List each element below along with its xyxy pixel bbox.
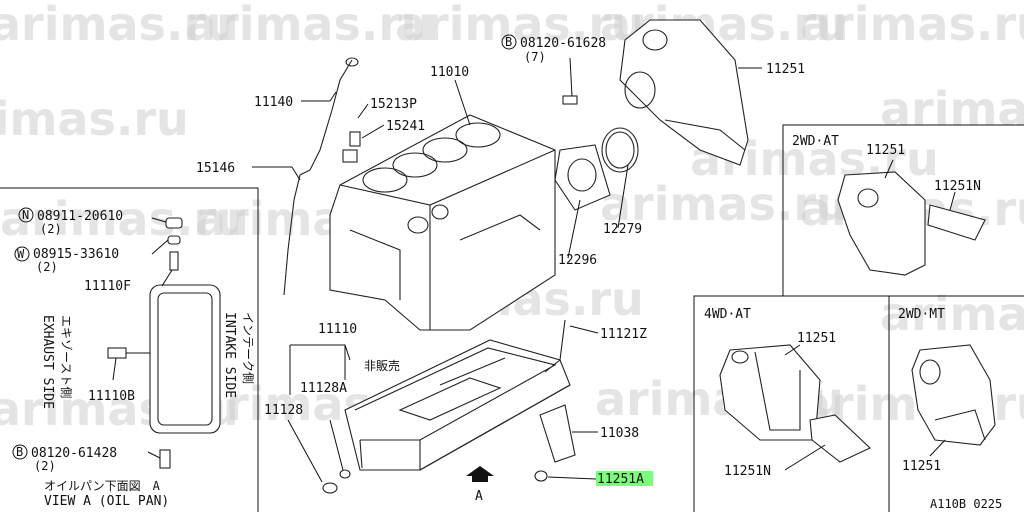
nut-symbol-icon [18, 207, 34, 223]
label-bolt-qty-1: (7) [524, 50, 546, 64]
label-bolt-08120-61628: 08120-61628 [520, 36, 606, 51]
watermark: arimas.ru [0, 192, 249, 246]
label-exhaust-jp: エキゾースト側 [59, 315, 73, 398]
plate-4wd-at [719, 344, 871, 463]
label-bolt-qty-2: (2) [34, 459, 56, 473]
label-11110f: 11110F [84, 279, 131, 294]
label-4wd-at: 4WD·AT [704, 307, 751, 322]
label-2wd-mt-11251: 11251 [902, 459, 941, 474]
watermark: arimas.ru [800, 0, 1024, 51]
label-11110b: 11110B [88, 389, 135, 404]
oil-strainer [534, 319, 576, 482]
washer-symbol-icon [14, 246, 30, 262]
label-exhaust-side: EXHAUST SIDE [40, 315, 55, 409]
view-a-frame [0, 187, 259, 512]
label-2wd-mt: 2WD·MT [898, 307, 945, 322]
label-11140: 11140 [254, 95, 293, 110]
label-oilpan-jp: オイルパン下面図 A [44, 479, 161, 493]
label-11038: 11038 [600, 426, 639, 441]
leader-lines [112, 57, 956, 483]
label-view-a: VIEW A (OIL PAN) [44, 494, 169, 509]
label-11128a: 11128A [300, 381, 347, 396]
detail-frames [0, 124, 1024, 512]
label-2wd-at-11251n: 11251N [934, 179, 981, 194]
label-washer-08915-33610: 08915-33610 [33, 247, 119, 262]
label-15146: 15146 [196, 161, 235, 176]
plate-2wd-at [837, 171, 986, 276]
oil-pan [322, 339, 571, 494]
label-4wd-at-11251n: 11251N [724, 464, 771, 479]
label-nut-qty: (2) [40, 222, 62, 236]
label-2wd-at-11251: 11251 [866, 143, 905, 158]
label-11010: 11010 [430, 65, 469, 80]
bolt-symbol-icon [501, 34, 517, 50]
watermark: arimas.ru [600, 177, 849, 231]
watermark: arimas.ru [185, 0, 434, 51]
watermark: arimas.ru [880, 82, 1024, 136]
label-arrow-a: A [475, 489, 483, 504]
nut-symbol: N [22, 208, 29, 222]
part-labels: 11010 11140 15213P 15241 15146 B 08120-6… [12, 34, 1002, 511]
bolt-symbol-icon [12, 444, 28, 460]
highlight-11251a [596, 471, 653, 486]
label-12279: 12279 [603, 222, 642, 237]
label-15213p: 15213P [370, 97, 417, 112]
view-arrow [466, 466, 494, 482]
label-intake-jp: インテーク側 [241, 312, 255, 384]
watermark: arimas.ru [395, 0, 644, 51]
label-11251-main: 11251 [766, 62, 805, 77]
cylinder-block [329, 114, 556, 331]
washer-symbol: W [17, 247, 25, 261]
label-4wd-at-11251: 11251 [797, 331, 836, 346]
label-not-sold: 非販売 [364, 358, 400, 373]
label-11110: 11110 [318, 322, 357, 337]
dipstick-assembly [283, 57, 361, 296]
label-2wd-at: 2WD·AT [792, 134, 839, 149]
rear-oil-seal [554, 95, 639, 211]
label-bolt-08120-61428: 08120-61428 [31, 446, 117, 461]
view-a-gasket [107, 217, 221, 469]
label-11251a: 11251A [597, 472, 644, 487]
watermark: arimas.ru [0, 0, 239, 51]
label-11121z: 11121Z [600, 327, 647, 342]
label-12296: 12296 [558, 253, 597, 268]
label-11128: 11128 [264, 403, 303, 418]
label-washer-qty: (2) [36, 260, 58, 274]
label-15241: 15241 [386, 119, 425, 134]
bolt-symbol: B [16, 445, 23, 459]
figure-code: A110B 0225 [930, 497, 1002, 511]
rear-plate-main [619, 19, 749, 166]
label-intake-side: INTAKE SIDE [222, 312, 237, 398]
plate-2wd-mt [911, 344, 996, 446]
watermark: arimas.ru [0, 92, 189, 146]
bolt-symbol: B [505, 35, 512, 49]
label-nut-08911-20610: 08911-20610 [37, 209, 123, 224]
